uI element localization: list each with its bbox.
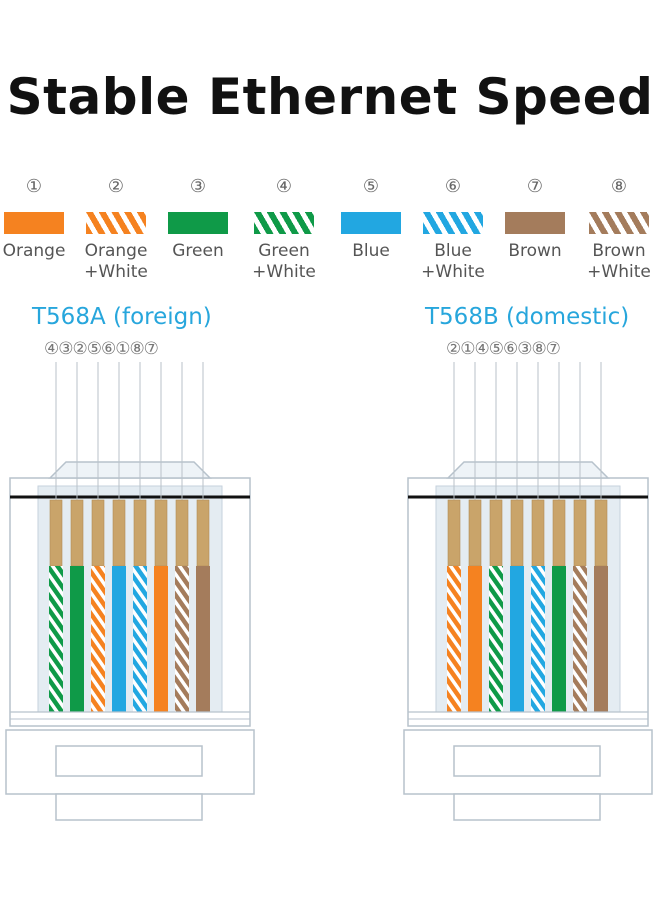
wire-conductor <box>49 566 63 712</box>
legend-swatch <box>341 212 401 234</box>
t568b-sequence: ②①④⑤⑥③⑧⑦ <box>446 339 561 359</box>
legend-swatch <box>254 212 314 234</box>
wire-conductor <box>70 566 84 712</box>
legend-item-2: ② Orange +White <box>75 176 157 283</box>
plug-latch <box>446 461 610 479</box>
pin-contact <box>447 499 461 567</box>
plug-boot <box>403 729 653 795</box>
legend-item-1: ① Orange <box>0 176 75 262</box>
legend-number: ④ <box>275 176 293 197</box>
pin-contact <box>510 499 524 567</box>
legend-number: ⑧ <box>610 176 628 197</box>
legend-swatch <box>589 212 649 234</box>
legend-swatch <box>4 212 64 234</box>
legend-label: Orange +White <box>84 241 148 282</box>
wire-conductor <box>91 566 105 712</box>
t568b-plug <box>403 362 653 821</box>
legend-label: Brown +White <box>587 241 651 282</box>
wire-conductor <box>154 566 168 712</box>
wire-conductor <box>175 566 189 712</box>
wire-conductor <box>133 566 147 712</box>
legend-label: Green <box>172 241 224 261</box>
wire-conductor <box>594 566 608 712</box>
legend-swatch <box>86 212 146 234</box>
legend-item-7: ⑦ Brown <box>494 176 576 262</box>
pin-contact <box>489 499 503 567</box>
pin-contact <box>594 499 608 567</box>
pin-contact <box>552 499 566 567</box>
wire-conductor <box>447 566 461 712</box>
boot-window <box>453 745 601 777</box>
legend-number: ⑦ <box>526 176 544 197</box>
pin-contact <box>91 499 105 567</box>
plug-boot <box>5 729 255 795</box>
legend-label: Orange <box>2 241 66 261</box>
wire-conductor <box>510 566 524 712</box>
wire-conductor <box>573 566 587 712</box>
pin-contact <box>573 499 587 567</box>
legend-number: ③ <box>189 176 207 197</box>
legend-number: ① <box>25 176 43 197</box>
legend-number: ⑥ <box>444 176 462 197</box>
legend-swatch <box>168 212 228 234</box>
legend-label: Green +White <box>252 241 316 282</box>
legend-number: ② <box>107 176 125 197</box>
pin-contact <box>196 499 210 567</box>
t568a-plug <box>5 362 255 821</box>
plug-latch <box>48 461 212 479</box>
wire-conductor <box>531 566 545 712</box>
cable-stub <box>453 793 601 821</box>
legend-item-5: ⑤ Blue <box>330 176 412 262</box>
pin-contact <box>175 499 189 567</box>
pin-contact <box>112 499 126 567</box>
pin-contact <box>468 499 482 567</box>
legend-item-4: ④ Green +White <box>243 176 325 283</box>
plug-housing <box>435 485 621 713</box>
wire-conductor <box>112 566 126 712</box>
pin-contact <box>154 499 168 567</box>
wire-conductor <box>552 566 566 712</box>
wire-conductor <box>489 566 503 712</box>
legend-item-6: ⑥ Blue +White <box>412 176 494 283</box>
legend-label: Blue +White <box>421 241 485 282</box>
legend-swatch <box>505 212 565 234</box>
boot-window <box>55 745 203 777</box>
t568a-title: T568A (foreign) <box>32 304 212 330</box>
legend-number: ⑤ <box>362 176 380 197</box>
legend-swatch <box>423 212 483 234</box>
wire-conductor <box>196 566 210 712</box>
legend-label: Blue <box>352 241 390 261</box>
pin-contact <box>531 499 545 567</box>
t568b-title: T568B (domestic) <box>425 304 630 330</box>
legend-label: Brown <box>508 241 562 261</box>
page-title: Stable Ethernet Speed <box>6 68 654 126</box>
legend-item-3: ③ Green <box>157 176 239 262</box>
plug-housing <box>37 485 223 713</box>
cable-stub <box>55 793 203 821</box>
pin-contact <box>49 499 63 567</box>
wire-conductor <box>468 566 482 712</box>
legend-item-8: ⑧ Brown +White <box>578 176 660 283</box>
pin-contact <box>133 499 147 567</box>
pin-contact <box>70 499 84 567</box>
t568a-sequence: ④③②⑤⑥①⑧⑦ <box>44 339 159 359</box>
